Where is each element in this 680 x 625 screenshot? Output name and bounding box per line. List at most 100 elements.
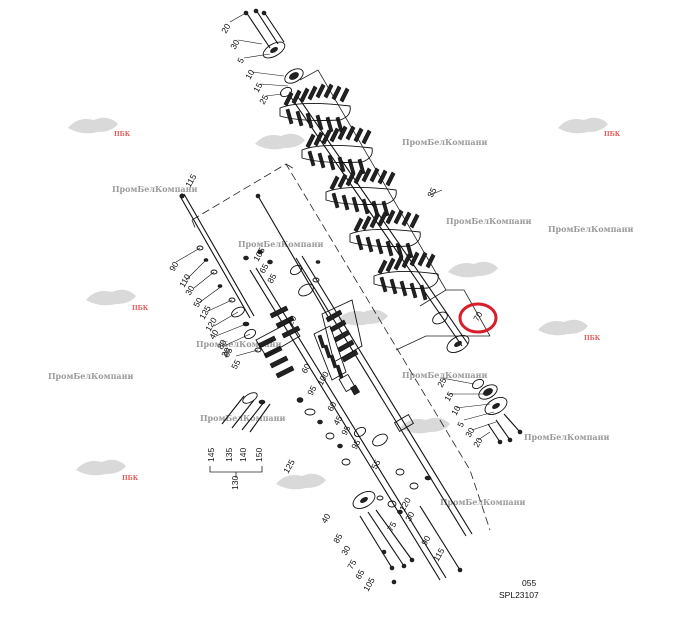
callout-label: 50 (191, 296, 205, 309)
blade-row (313, 325, 347, 381)
lower-bearing (478, 384, 498, 400)
tine-group (325, 167, 397, 217)
group-bracket-130 (209, 466, 263, 473)
lower-cap (484, 397, 508, 415)
watermark-text: ПромБелКомпани (402, 370, 487, 380)
tine-group (279, 83, 351, 133)
dashed-frame-right (191, 163, 491, 531)
callout-label: 135 (224, 448, 234, 462)
callout-label: 45 (331, 414, 345, 427)
callout-label: 30 (463, 426, 477, 439)
callout-label: 75 (345, 558, 359, 571)
callout-label: 85 (221, 346, 235, 359)
callout-label: 120 (397, 495, 413, 513)
callout-label: 55 (229, 358, 243, 371)
callout-label: 60 (299, 362, 313, 375)
callout-label: 65 (353, 568, 367, 581)
callout-label: 115 (431, 546, 447, 563)
watermark-logo (448, 261, 498, 278)
watermark-logo (400, 417, 450, 434)
watermark-logo-text: ПБК (122, 475, 139, 482)
watermark-text: ПромБелКомпани (548, 224, 633, 234)
callout-label: 90 (419, 534, 433, 547)
callout-label: 10 (449, 404, 463, 417)
callout-label: 30 (403, 510, 417, 523)
callout-label: 95 (349, 438, 363, 451)
watermark-text: ПромБелКомпани (196, 339, 281, 349)
callout-label: 15 (251, 81, 265, 94)
figure-ref-code: SPL23107 (499, 590, 539, 600)
tine-group (301, 125, 373, 175)
gear-hub (298, 283, 314, 297)
callout-label: 40 (207, 328, 221, 341)
watermark-text: ПромБелКомпани (112, 184, 197, 194)
callout-label: 60 (325, 400, 339, 413)
watermark-logo: ПБК (76, 459, 139, 482)
callout-label: 70 (471, 310, 485, 323)
assembly-bracket-35-base (395, 335, 490, 351)
watermark-logo: ПБК (538, 319, 601, 342)
watermark-text: ПромБелКомпани (48, 371, 133, 381)
callout-label: 130 (230, 476, 240, 490)
callout-label: 30 (183, 284, 197, 297)
callout-label: 105 (361, 575, 377, 593)
callout-label: 80 (215, 338, 229, 351)
callout-label: 30 (339, 544, 353, 557)
watermark-text: ПромБелКомпани (238, 239, 323, 249)
lower-drive-assembly (175, 163, 491, 585)
blade-row (321, 299, 363, 363)
watermark-text: ПромБелКомпани (446, 216, 531, 226)
flange (262, 41, 286, 59)
watermark-logo-text: ПБК (114, 131, 131, 138)
callout-label: 20 (219, 22, 233, 35)
callout-label: 150 (254, 448, 264, 462)
callout-label: 40 (319, 512, 333, 525)
bolt-group-130 (209, 392, 271, 478)
highlight-ring (458, 302, 498, 334)
lower-flange (446, 335, 470, 353)
watermark-logo (276, 473, 326, 490)
watermark-text: ПромБелКомпани (440, 497, 525, 507)
watermark-text: ПромБелКомпани (524, 432, 609, 442)
callout-label: 140 (238, 448, 248, 462)
watermark-logo: ПБК (86, 289, 149, 312)
watermark-logo (338, 309, 388, 326)
watermark-logo-text: ПБК (584, 335, 601, 342)
watermark-logo-text: ПБК (132, 305, 149, 312)
callout-label: 25 (257, 93, 271, 106)
callout-label: 95 (305, 384, 319, 397)
callout-label: 85 (265, 272, 279, 285)
drive-flange (352, 491, 376, 509)
callout-labels: 20 30 5 10 15 25 35 70 25 15 10 5 30 20 … (167, 22, 485, 593)
callout-label: 90 (167, 260, 181, 273)
callout-label: 55 (369, 458, 383, 471)
callout-label: 75 (385, 520, 399, 533)
callout-label: 20 (219, 346, 233, 359)
watermark-logo (255, 133, 305, 150)
callout-label: 30 (228, 38, 242, 51)
callout-label: 5 (235, 56, 246, 65)
assembly-bracket-35-lower (446, 289, 491, 337)
watermark-logo: ПБК (68, 117, 131, 138)
blade-row (269, 305, 301, 339)
callout-label: 35 (425, 186, 439, 199)
callout-label: 85 (331, 532, 345, 545)
watermark-logo: ПБК (558, 117, 621, 138)
watermark-text: ПромБелКомпани (402, 137, 487, 147)
callout-label: 20 (285, 314, 299, 327)
callout-label: 145 (206, 448, 216, 462)
callout-label: 65 (257, 262, 271, 275)
callout-label: 25 (435, 376, 449, 389)
upper-rotor-assembly (229, 8, 523, 445)
tine-group (373, 251, 439, 301)
figure-ref-number: 055 (522, 578, 536, 588)
callout-label: 15 (442, 390, 456, 403)
callout-label: 20 (471, 436, 485, 449)
callout-label: 95 (339, 424, 353, 437)
callout-label: 10 (243, 68, 257, 81)
bearing (284, 68, 304, 84)
callout-label: 5 (455, 420, 466, 429)
long-shaft-left (179, 195, 251, 319)
watermark-logo-text: ПБК (604, 131, 621, 138)
